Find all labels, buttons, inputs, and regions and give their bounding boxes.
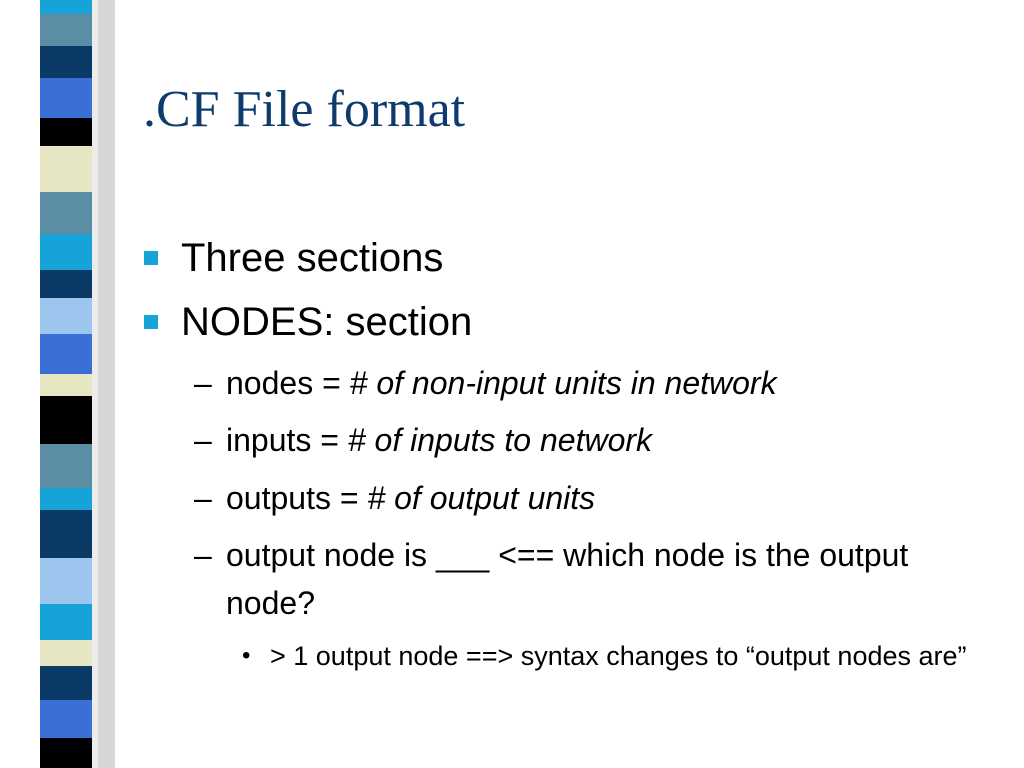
sub-bullet-prefix: nodes = [226, 365, 350, 401]
dash-marker: – [194, 480, 212, 516]
square-bullet-icon [144, 315, 158, 329]
bullet-text: Three sections [181, 236, 444, 280]
sub-bullet-prefix: inputs = [226, 422, 348, 458]
bullet-item: NODES: section [144, 300, 473, 344]
square-bullet-icon [144, 251, 158, 265]
sub-bullet-item: – inputs = # of inputs to network [194, 416, 986, 464]
dash-marker: – [194, 537, 212, 573]
bullet-item: Three sections [144, 236, 444, 280]
sub-bullet-italic: # of inputs to network [347, 422, 653, 458]
sub-bullet-italic: # of output units [367, 480, 596, 516]
sub-bullet-prefix: outputs = [226, 480, 368, 516]
sub-bullet-item: – outputs = # of output units [194, 474, 986, 522]
sub-sub-bullet-text: > 1 output node ==> syntax changes to “o… [270, 641, 967, 671]
decorative-stripe-band [0, 0, 115, 768]
dash-marker: – [194, 422, 212, 458]
bullet-text: NODES: section [181, 300, 473, 344]
sub-bullet-italic: # of non-input units in network [349, 365, 777, 401]
dash-marker: – [194, 365, 212, 401]
dot-marker: • [242, 642, 251, 669]
sub-bullet-prefix: output node is ___ <== which node is the… [226, 537, 909, 621]
sub-bullet-item: – output node is ___ <== which node is t… [194, 531, 976, 627]
sub-bullet-item: – nodes = # of non-input units in networ… [194, 359, 986, 407]
slide-title: .CF File format [143, 81, 466, 138]
sub-sub-bullet-item: • > 1 output node ==> syntax changes to … [242, 636, 990, 676]
